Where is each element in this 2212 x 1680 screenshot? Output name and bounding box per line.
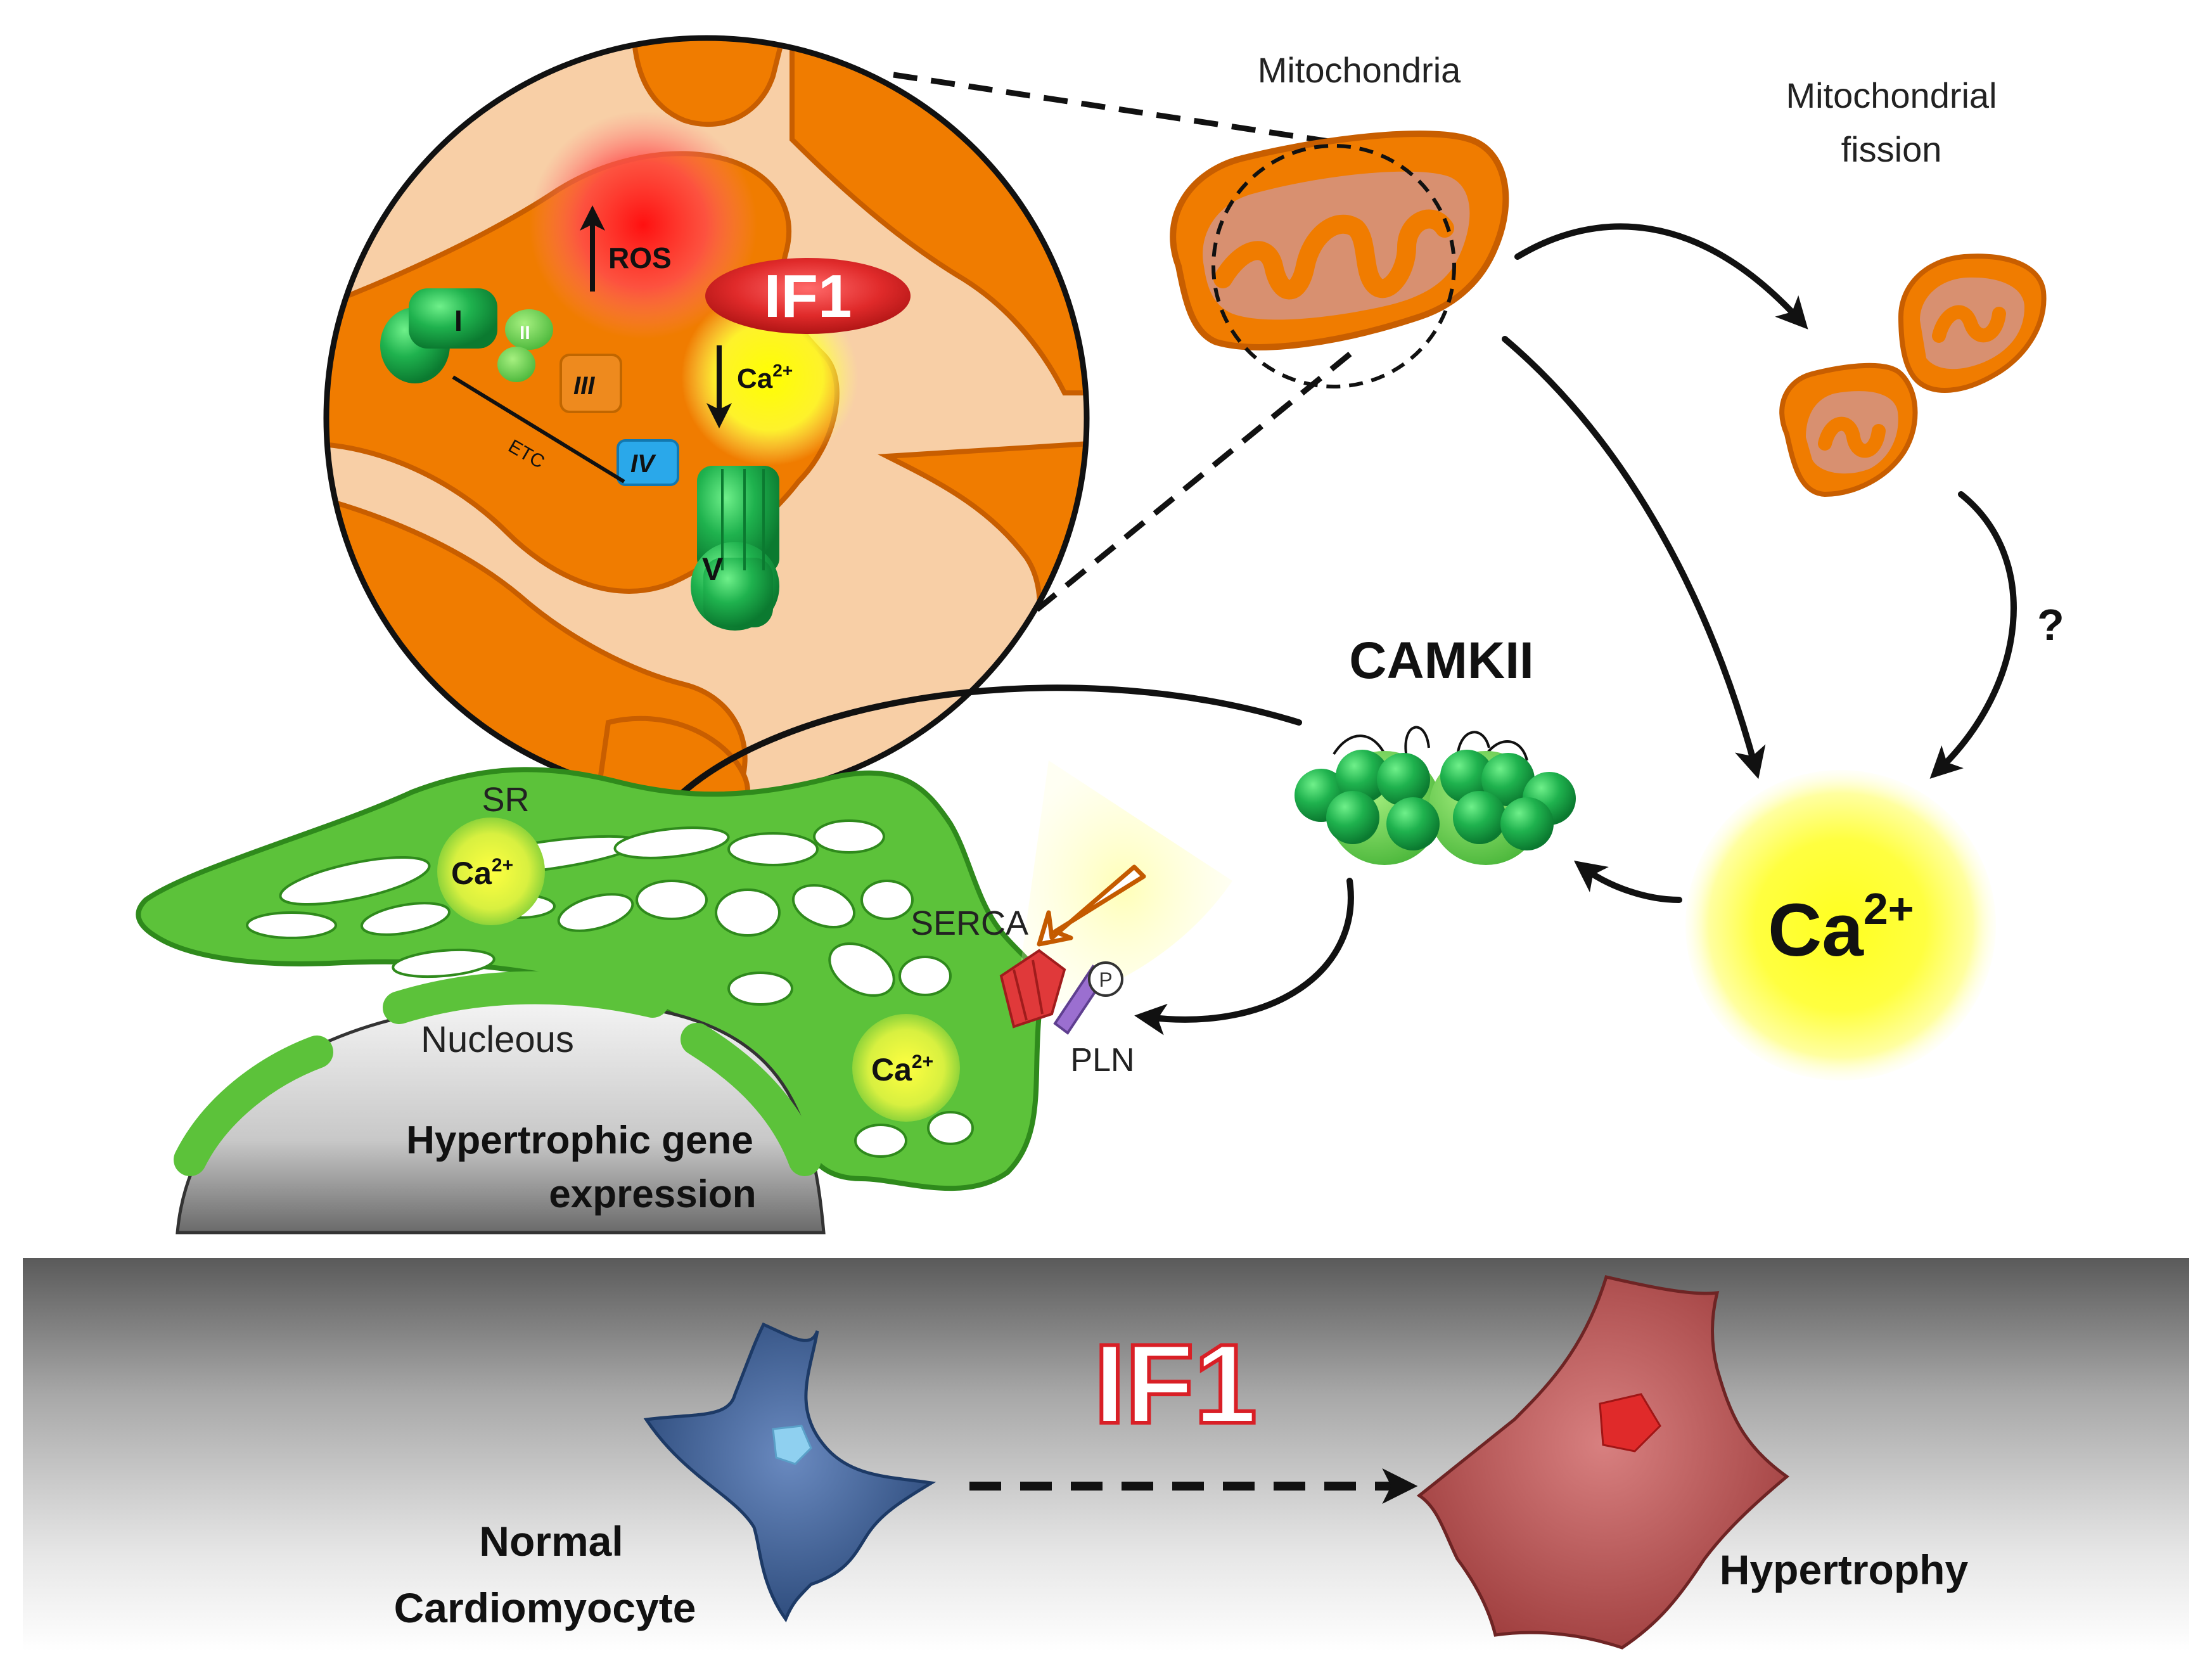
calcium-sr1-label: Ca2+ [451, 855, 513, 891]
complex-III-label: III [573, 372, 595, 400]
complex-II [497, 309, 553, 382]
fission-label-line2: fission [1841, 129, 1942, 169]
calcium-sr-1 [437, 818, 545, 925]
question-mark: ? [2037, 600, 2064, 650]
gene-expression-line1: Hypertrophic gene [406, 1119, 753, 1162]
camkii-label: CAMKII [1349, 632, 1534, 689]
calcium-sr-2 [852, 1014, 960, 1122]
fission-label-line1: Mitochondrial [1786, 75, 1997, 115]
sr-label: SR [482, 781, 529, 819]
arrow-camkii-to-pln [1134, 878, 1354, 1036]
complex-II-label: II [520, 323, 530, 343]
ros-label: ROS [608, 241, 672, 274]
normal-cell-nucleus [772, 1425, 812, 1465]
gene-expression-line2: expression [549, 1172, 756, 1216]
arrow-fission-to-calcium [1929, 491, 2017, 779]
phospho-badge [1088, 961, 1123, 997]
bottom-band [23, 1258, 2189, 1651]
complex-I-label: I [454, 304, 463, 337]
normal-label-line1: Normal [479, 1518, 623, 1565]
calcium-big-label: Ca2+ [1768, 884, 1914, 972]
complex-IV-label: IV [630, 450, 656, 478]
complex-IV [617, 439, 679, 486]
complex-I [380, 288, 497, 383]
if1-inset-ellipse [705, 258, 911, 334]
nucleous-label: Nucleous [421, 1019, 574, 1060]
if1-bottom-label: IF1 [1094, 1321, 1256, 1447]
etc-line [452, 375, 625, 484]
complex-V-label: V [702, 551, 724, 587]
mitochondria-label: Mitochondria [1258, 50, 1461, 90]
calcium-sr2-label: Ca2+ [871, 1051, 933, 1087]
serca-label: SERCA [911, 904, 1028, 942]
zoom-lines [893, 72, 1355, 636]
ca-inset-label: Ca2+ [737, 361, 793, 394]
hypertrophy-label: Hypertrophy [1720, 1546, 1969, 1593]
phospho-label: P [1099, 968, 1112, 991]
normal-cardiomyocyte-cell [643, 1322, 937, 1623]
calcium-big [1685, 770, 1996, 1080]
serca-pump [999, 949, 1066, 1029]
arrow-mito-to-fission [1514, 223, 1808, 330]
hollow-arrow [1037, 864, 1146, 947]
fission-mitochondria [1779, 253, 2047, 497]
pln-protein [1053, 961, 1123, 1035]
normal-label-line2: Cardiomyocyte [394, 1584, 696, 1631]
complex-III [559, 354, 622, 413]
mitochondrion [1170, 131, 1509, 388]
hypertrophy-cell [1416, 1275, 1790, 1650]
inset-magnification [323, 35, 1090, 802]
complex-V [691, 466, 779, 631]
hypertrophy-cell-nucleus [1599, 1393, 1661, 1452]
ros-glow [529, 111, 757, 339]
pln-label: PLN [1070, 1042, 1134, 1079]
camkii-complex [1295, 726, 1576, 865]
if1-inset-label: IF1 [764, 262, 852, 330]
arrow-calcium-to-camkii [1573, 861, 1682, 903]
arrow-mito-to-calcium [1502, 336, 1766, 779]
zoom-circle [1211, 144, 1456, 388]
sr-arcs [174, 971, 821, 1176]
